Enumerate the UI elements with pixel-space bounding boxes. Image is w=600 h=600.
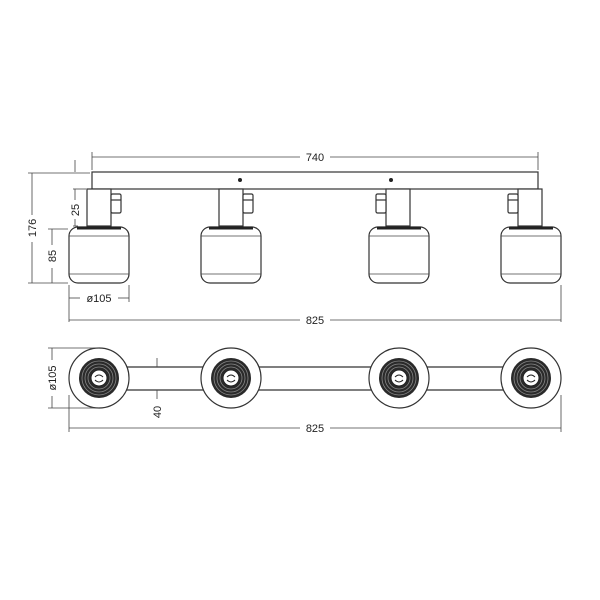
screw-hole <box>389 178 393 182</box>
spot-head <box>500 226 562 284</box>
mounting-bar <box>91 171 539 190</box>
spotlight-side <box>500 188 562 284</box>
spot-head <box>68 226 130 284</box>
top-view: 40 ø105 825 <box>47 347 562 435</box>
spotlight-top <box>500 347 562 409</box>
side-view: 740 176 85 25 ø105 825 <box>27 152 562 327</box>
spotlight-side <box>200 188 262 284</box>
dim-40-label: 40 <box>152 406 164 418</box>
spotlight-top <box>368 347 430 409</box>
dim-25-label: 25 <box>70 204 82 216</box>
dim-85-label: 85 <box>47 250 59 262</box>
dim-825-label: 825 <box>306 315 324 327</box>
spot-head <box>200 226 262 284</box>
dim-176-label: 176 <box>27 219 39 237</box>
spotlight-side <box>368 188 430 284</box>
dim-740-label: 740 <box>306 152 324 164</box>
dim-diameter-label: ø105 <box>86 293 111 305</box>
dim-top-825-label: 825 <box>306 423 324 435</box>
dim-top-diameter-label: ø105 <box>47 365 59 390</box>
spotlight-top <box>200 347 262 409</box>
screw-hole <box>238 178 242 182</box>
spotlight-top <box>68 347 130 409</box>
spotlight-side <box>68 188 130 284</box>
spot-head <box>368 226 430 284</box>
